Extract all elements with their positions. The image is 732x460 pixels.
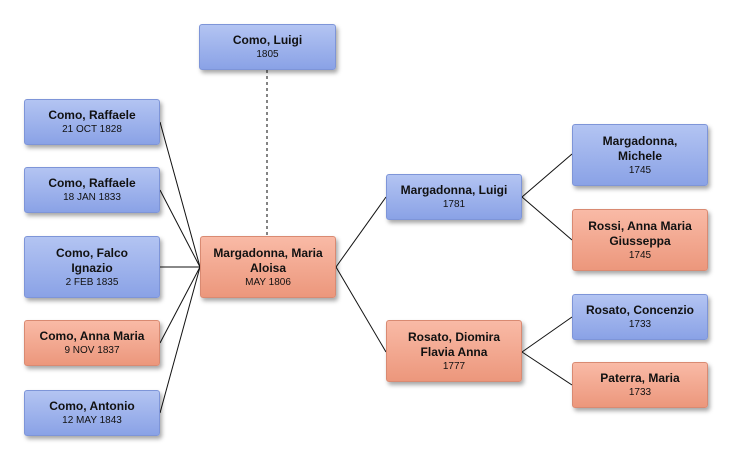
person-name: Como, Antonio	[49, 399, 135, 413]
person-name: Rosato, Diomira Flavia Anna	[407, 329, 500, 359]
person-node-margadonna-maria[interactable]: Margadonna, Maria Aloisa MAY 1806	[200, 236, 336, 298]
person-date: 18 JAN 1833	[63, 192, 121, 203]
person-node-rosato-diomira[interactable]: Rosato, Diomira Flavia Anna 1777	[386, 320, 522, 382]
person-name: Como, Anna Maria	[39, 329, 145, 343]
parent-connector	[521, 316, 573, 353]
person-node-como-raffaele-1828[interactable]: Como, Raffaele 21 OCT 1828	[24, 99, 160, 145]
person-node-como-antonio[interactable]: Como, Antonio 12 MAY 1843	[24, 390, 160, 436]
parent-connector	[335, 196, 387, 268]
person-date: 1777	[442, 360, 466, 372]
person-name: Margadonna, Michele	[602, 133, 678, 163]
person-name: Margadonna, Luigi	[400, 183, 508, 197]
parent-connector	[521, 196, 573, 241]
person-name: Como, Raffaele	[48, 176, 136, 190]
person-name: Rosato, Concenzio	[585, 303, 694, 317]
person-node-como-raffaele-1833[interactable]: Como, Raffaele 18 JAN 1833	[24, 167, 160, 213]
person-date: 12 MAY 1843	[62, 415, 122, 426]
person-name: Rossi, Anna Maria Giusseppa	[588, 218, 692, 248]
person-node-rossi-anna-maria[interactable]: Rossi, Anna Maria Giusseppa 1745	[572, 209, 708, 271]
person-date: 1745	[628, 249, 652, 261]
person-date: 9 NOV 1837	[64, 345, 120, 356]
person-name: Como, Falco Ignazio	[55, 245, 128, 275]
person-node-margadonna-luigi[interactable]: Margadonna, Luigi 1781	[386, 174, 522, 220]
person-date: 2 FEB 1835	[65, 276, 119, 288]
person-node-paterra-maria[interactable]: Paterra, Maria 1733	[572, 362, 708, 408]
parent-connector	[521, 351, 573, 386]
person-name: Margadonna, Maria Aloisa	[213, 245, 323, 275]
person-node-como-falco[interactable]: Como, Falco Ignazio 2 FEB 1835	[24, 236, 160, 298]
person-node-margadonna-michele[interactable]: Margadonna, Michele 1745	[572, 124, 708, 186]
person-date: 21 OCT 1828	[62, 124, 122, 135]
person-name: Como, Luigi	[232, 33, 303, 47]
child-connector	[159, 189, 201, 268]
child-connector	[159, 266, 201, 414]
person-node-como-anna-maria[interactable]: Como, Anna Maria 9 NOV 1837	[24, 320, 160, 366]
parent-connector	[335, 266, 387, 353]
person-name: Paterra, Maria	[600, 371, 680, 385]
person-date: MAY 1806	[245, 276, 291, 288]
person-date: 1745	[628, 164, 652, 176]
person-node-rosato-concenzio[interactable]: Rosato, Concenzio 1733	[572, 294, 708, 340]
person-date: 1781	[442, 199, 466, 210]
person-node-como-luigi[interactable]: Como, Luigi 1805	[199, 24, 336, 70]
parent-connector	[521, 153, 573, 198]
person-name: Como, Raffaele	[48, 108, 136, 122]
person-date: 1805	[256, 49, 279, 60]
child-connector	[159, 266, 201, 344]
person-date: 1733	[628, 319, 652, 330]
child-connector	[159, 121, 201, 268]
person-date: 1733	[628, 387, 652, 398]
